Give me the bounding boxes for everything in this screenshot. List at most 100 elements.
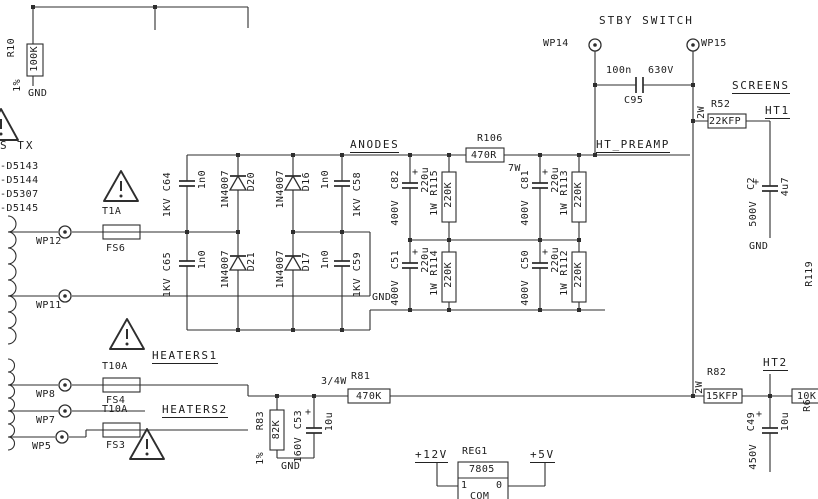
c2-plates (762, 185, 778, 192)
c2-voltage: 500V (748, 201, 759, 227)
c82-polarity: + (412, 167, 419, 178)
r83-label: R83 (255, 411, 266, 431)
c53-value: 10u (324, 412, 335, 432)
wire-pads[interactable] (55, 38, 700, 444)
d17-triangle-icon (283, 254, 303, 271)
r83-box (269, 409, 285, 451)
reg1-part: 7805 (469, 464, 495, 475)
c58-label: C58 (352, 172, 363, 192)
fs6-label: FS6 (106, 243, 126, 254)
c51-voltage: 400V (390, 280, 401, 306)
d16-part: 1N4007 (275, 170, 286, 209)
wp14-pad-icon (588, 38, 602, 52)
c49-plates (762, 427, 778, 434)
r106-value: 470R (471, 150, 497, 161)
warning-triangles (0, 108, 165, 460)
r106-label: R106 (477, 133, 503, 144)
c64-label: C64 (162, 172, 173, 192)
r52-box (707, 113, 747, 129)
d20-label: D20 (246, 172, 257, 192)
wp8-pad-icon (58, 378, 72, 392)
r52-value: 22KFP (709, 116, 742, 127)
wp7-pad-icon (58, 404, 72, 418)
r10-value: 100K (29, 46, 40, 72)
c2-gnd-label: GND (749, 241, 769, 252)
wp11-label: WP11 (36, 300, 62, 311)
fs3-rating: T10A (102, 404, 128, 415)
warning-triangle-icon (109, 318, 145, 350)
d16-label: D16 (301, 172, 312, 192)
net-screens: SCREENS (732, 79, 790, 94)
r-partial-box (791, 388, 818, 404)
c82-c51-plates (402, 182, 418, 269)
fs4-label: FS4 (106, 395, 126, 406)
gnd-label: GND (28, 88, 48, 99)
c50-label: C50 (520, 250, 531, 270)
c49-polarity: + (756, 409, 763, 420)
r82-value: 15KFP (706, 391, 739, 402)
c59-label: C59 (352, 252, 363, 272)
r112-watt: 1W (559, 283, 570, 296)
c82-label: C82 (390, 170, 401, 190)
capacitor-plates[interactable] (179, 77, 778, 434)
transformer-winding-icon[interactable] (7, 215, 17, 451)
fs4-rating: T10A (102, 361, 128, 372)
d17-part: 1N4007 (275, 250, 286, 289)
filter-gnd-label: GND (372, 292, 392, 303)
part-number: -D5145 (0, 203, 39, 214)
c53-voltage: 160V (293, 437, 304, 463)
c95-plates (635, 77, 644, 93)
wp14-label: WP14 (543, 38, 569, 49)
r83-tolerance: 1% (255, 452, 266, 465)
wp12-pad-icon (58, 225, 72, 239)
c53-gnd-label: GND (281, 461, 301, 472)
c2-polarity: + (753, 177, 760, 188)
wp15-label: WP15 (701, 38, 727, 49)
r114-box (441, 251, 457, 303)
r10-box (26, 43, 44, 77)
c82-voltage: 400V (390, 200, 401, 226)
r114-label: R114 (429, 250, 440, 276)
c65-voltage: 1KV (162, 278, 173, 298)
d21-label: D21 (246, 252, 257, 272)
r113-watt: 1W (559, 203, 570, 216)
r-partial-label: R6 (802, 399, 813, 412)
reg1-pin-com: COM (470, 491, 490, 499)
wp5-label: WP5 (32, 441, 52, 452)
bridge-diodes[interactable] (228, 174, 303, 271)
r106-watt: 7W (508, 163, 521, 174)
r115-watt: 1W (429, 203, 440, 216)
net-plus5v: +5V (530, 448, 555, 463)
c50-voltage: 400V (520, 280, 531, 306)
reg1-pin-out: 0 (496, 480, 503, 491)
r81-watt: 3/4W (321, 376, 347, 387)
c2-value: 4u7 (780, 177, 791, 197)
r114-watt: 1W (429, 283, 440, 296)
c51-polarity: + (412, 247, 419, 258)
r81-box (347, 388, 391, 404)
net-ht-preamp: HT_PREAMP (596, 138, 671, 153)
c95-label: C95 (624, 95, 644, 106)
d16-triangle-icon (283, 174, 303, 191)
c64-value: 1n0 (197, 170, 208, 190)
c95-value: 100n (606, 65, 632, 76)
wp8-label: WP8 (36, 389, 56, 400)
net-heaters2: HEATERS2 (162, 403, 228, 418)
r115-label: R115 (429, 170, 440, 196)
part-number: -D5143 (0, 161, 39, 172)
r83-value: 82K (271, 420, 282, 440)
r112-box (571, 251, 587, 303)
c49-value: 10u (780, 412, 791, 432)
r82-label: R82 (707, 367, 727, 378)
r-partial-value: 10K (797, 391, 817, 402)
mains-tx-label: S TX (0, 139, 35, 152)
c51-label: C51 (390, 250, 401, 270)
component-box-details (103, 231, 508, 479)
c59-voltage: 1KV (352, 278, 363, 298)
net-plus12v: +12V (415, 448, 448, 463)
warning-triangle-icon (0, 108, 19, 141)
r106-box (465, 147, 505, 163)
warning-triangle-icon (103, 170, 139, 202)
r82-watt: 2W (694, 381, 705, 394)
r52-label: R52 (711, 99, 731, 110)
